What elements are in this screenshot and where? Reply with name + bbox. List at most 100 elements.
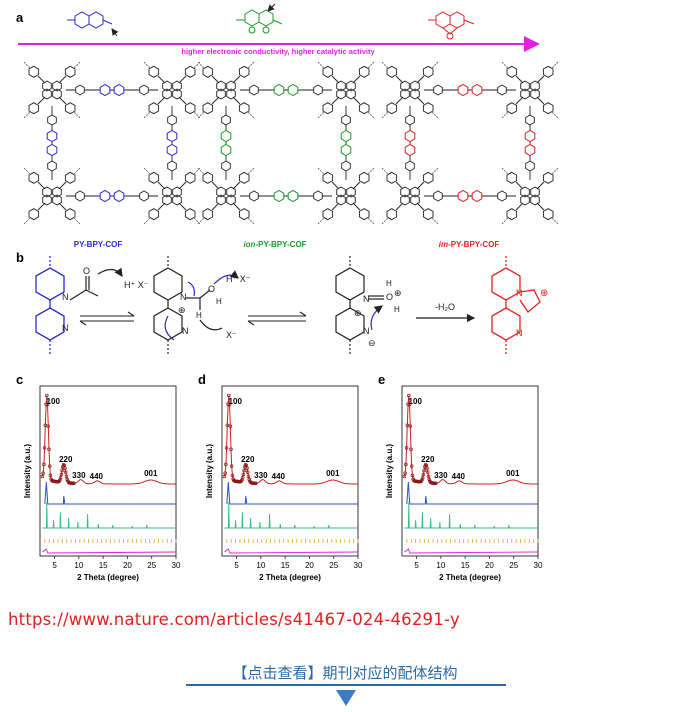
- x-tick-label: 20: [305, 561, 314, 570]
- x-tick-label: 25: [509, 561, 518, 570]
- simulated-pattern-point: [46, 424, 51, 428]
- ring: [226, 194, 236, 206]
- n-atom: N: [62, 323, 69, 333]
- ring: [410, 80, 420, 92]
- bond: [74, 112, 81, 119]
- pyridine-ring: [471, 83, 483, 97]
- x-axis-label: 2 Theta (degree): [77, 573, 139, 582]
- simulated-pattern-point: [43, 423, 48, 427]
- simulated-pattern-point: [225, 423, 230, 427]
- phenyl-ring: [525, 160, 535, 172]
- n-plus-atom: N: [180, 292, 187, 302]
- phenyl-ring: [184, 102, 196, 115]
- bond: [211, 181, 220, 190]
- ring: [162, 80, 172, 92]
- simulated-pattern-point: [40, 474, 45, 479]
- x-tick-label: 5: [52, 561, 57, 570]
- x-tick-label: 25: [329, 561, 338, 570]
- bond: [317, 218, 324, 225]
- simulated-pattern-point: [403, 471, 407, 475]
- simulated-pattern-point: [240, 476, 245, 480]
- simulated-pattern-blue: [406, 481, 538, 505]
- bond: [23, 167, 30, 174]
- view-ligand-structure-link[interactable]: 【点击查看】期刊对应的配体结构: [232, 664, 458, 682]
- phenyl-ring: [148, 65, 160, 78]
- simulated-pattern-point: [425, 466, 429, 470]
- simulated-pattern-point: [246, 474, 251, 478]
- pyridine-ring: [220, 143, 232, 157]
- bond: [515, 96, 524, 105]
- pyridine-ring: [46, 129, 58, 143]
- ring: [346, 88, 356, 100]
- pyrene-node: [317, 167, 375, 225]
- phenyl-ring: [75, 190, 85, 202]
- bond: [157, 202, 166, 211]
- bond: [352, 75, 361, 84]
- bond: [331, 202, 340, 211]
- simulated-pattern-point: [42, 446, 47, 450]
- bond: [178, 96, 187, 105]
- phenyl-ring: [28, 102, 40, 115]
- simulated-pattern-point: [48, 473, 53, 478]
- phenyl-ring: [542, 208, 554, 221]
- pyridine-ring: [113, 189, 125, 203]
- chevron-down-icon[interactable]: [334, 688, 358, 708]
- panel-b-letter: b: [16, 250, 24, 265]
- phenyl-ring: [405, 160, 415, 172]
- phenyl-ring: [28, 208, 40, 221]
- bond: [248, 61, 255, 68]
- simulated-pattern-point: [47, 464, 52, 468]
- phenyl-ring: [202, 65, 214, 78]
- simulated-pattern-point: [228, 424, 233, 428]
- source-url-link[interactable]: https://www.nature.com/articles/s41467-0…: [8, 610, 460, 629]
- phenyl-ring: [139, 84, 149, 96]
- simulated-pattern-point: [408, 424, 413, 428]
- pyrene-node: [381, 61, 439, 119]
- phenyl-ring: [139, 190, 149, 202]
- simulated-pattern-point: [409, 464, 414, 468]
- phenyl-ring: [47, 114, 57, 126]
- ring: [216, 194, 226, 206]
- bond: [395, 75, 404, 84]
- ring: [162, 186, 172, 198]
- peak-label: 001: [326, 469, 340, 478]
- n-atom: N: [62, 292, 69, 302]
- bond: [143, 167, 150, 174]
- h-atom: H: [386, 279, 392, 288]
- simulated-pattern-point: [240, 478, 244, 482]
- bond: [352, 96, 361, 105]
- simulated-pattern-point: [224, 462, 228, 467]
- bond: [197, 61, 204, 68]
- cof-framework: [23, 61, 201, 225]
- pyrene-node: [317, 61, 375, 119]
- peak-label: 440: [90, 472, 104, 481]
- phenyl-ring: [542, 65, 554, 78]
- simulated-pattern-point: [434, 481, 438, 485]
- bond: [368, 167, 375, 174]
- ring: [346, 186, 356, 198]
- bond: [552, 112, 559, 119]
- x-tick-label: 5: [414, 561, 419, 570]
- ring: [52, 186, 62, 198]
- bond: [58, 181, 67, 190]
- n-plus-atom: N: [516, 288, 523, 298]
- simulated-pattern-point: [60, 468, 64, 473]
- simulated-pattern-point: [63, 466, 67, 470]
- x-axis-label: 2 Theta (degree): [259, 573, 321, 582]
- simulated-pattern-point: [42, 462, 46, 467]
- ring: [520, 194, 530, 206]
- pyridine-ring: [166, 143, 178, 157]
- pyrene-node: [501, 167, 559, 225]
- o-atom: O: [386, 292, 393, 302]
- simulated-pattern-point: [224, 446, 229, 450]
- bond: [368, 112, 375, 119]
- bond: [432, 61, 439, 68]
- bond: [536, 181, 545, 190]
- simulated-pattern-point: [426, 474, 431, 478]
- cof-name-py-bpy: PY-BPY-COF: [74, 240, 123, 249]
- simulated-pattern-point: [409, 447, 413, 452]
- bond: [368, 61, 375, 68]
- bond: [211, 96, 220, 105]
- ring: [410, 194, 420, 206]
